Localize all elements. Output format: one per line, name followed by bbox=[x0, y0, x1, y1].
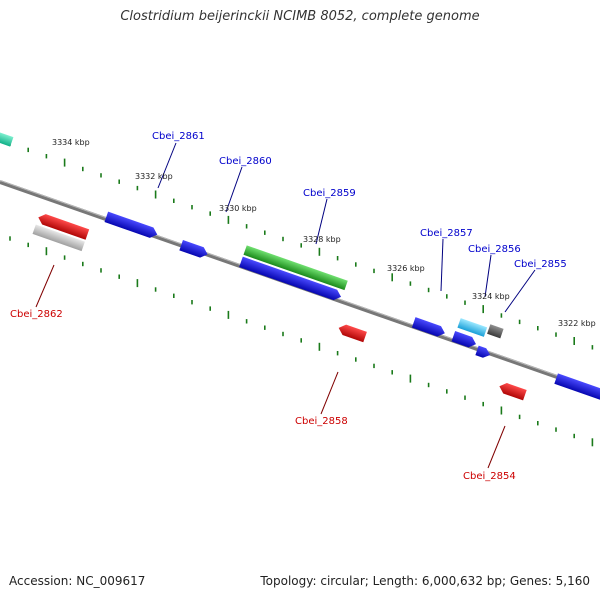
genome-summary-text: Topology: circular; Length: 6,000,632 bp… bbox=[260, 574, 590, 588]
reverse-label-leaders bbox=[35, 264, 506, 469]
feature-blue-cds-right[interactable] bbox=[411, 317, 447, 338]
gene-label-cbei-2858[interactable]: Cbei_2858 bbox=[295, 416, 348, 427]
map-title: Clostridium beijerinckii NCIMB 8052, com… bbox=[120, 9, 480, 24]
gene-feature-cbei-2861[interactable] bbox=[104, 211, 159, 240]
tick-label-3324: 3324 kbp bbox=[472, 292, 510, 301]
scale-ticks bbox=[9, 141, 594, 447]
gene-feature-cbei-2862[interactable] bbox=[36, 212, 90, 240]
tick-label-3334: 3334 kbp bbox=[52, 138, 90, 147]
gene-label-cbei-2859[interactable]: Cbei_2859 bbox=[303, 188, 356, 199]
gene-feature-cbei-2855[interactable] bbox=[475, 345, 492, 360]
feature-blue-cds-pair[interactable] bbox=[451, 331, 478, 349]
gene-label-cbei-2856[interactable]: Cbei_2856 bbox=[468, 244, 521, 255]
gene-feature-cbei-2856[interactable] bbox=[487, 324, 504, 339]
feature-teal-cds[interactable] bbox=[0, 111, 14, 147]
tick-label-3322: 3322 kbp bbox=[558, 319, 596, 328]
tick-label-3330: 3330 kbp bbox=[219, 204, 257, 213]
gene-label-cbei-2860[interactable]: Cbei_2860 bbox=[219, 156, 272, 167]
accession-text: Accession: NC_009617 bbox=[9, 574, 146, 588]
gene-label-cbei-2862[interactable]: Cbei_2862 bbox=[10, 309, 63, 320]
gene-feature-cbei-2859[interactable] bbox=[243, 245, 348, 291]
tick-label-3328: 3328 kbp bbox=[303, 235, 341, 244]
gene-feature-cbei-2858[interactable] bbox=[337, 323, 367, 343]
feature-blue-cds-long[interactable] bbox=[239, 256, 343, 302]
gene-label-cbei-2861[interactable]: Cbei_2861 bbox=[152, 131, 205, 142]
gene-label-cbei-2855[interactable]: Cbei_2855 bbox=[514, 259, 567, 270]
feature-blue-cds-far-right[interactable] bbox=[554, 373, 600, 402]
gene-features bbox=[0, 111, 600, 402]
feature-gray-pseudogene[interactable] bbox=[32, 224, 85, 252]
gene-feature-cbei-2854[interactable] bbox=[498, 381, 527, 401]
tick-label-3326: 3326 kbp bbox=[387, 264, 425, 273]
tick-label-3332: 3332 kbp bbox=[135, 172, 173, 181]
gene-label-cbei-2854[interactable]: Cbei_2854 bbox=[463, 471, 516, 482]
forward-label-leaders bbox=[157, 142, 536, 313]
gene-label-cbei-2857[interactable]: Cbei_2857 bbox=[420, 228, 473, 239]
gene-feature-cbei-2860[interactable] bbox=[179, 239, 209, 260]
gene-feature-cbei-2857[interactable] bbox=[457, 318, 488, 337]
